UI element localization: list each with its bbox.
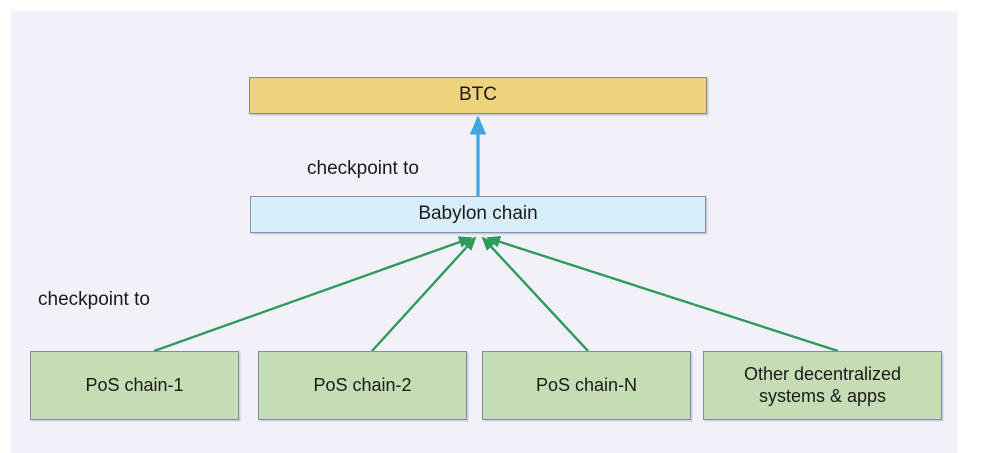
- node-babylon-chain[interactable]: Babylon chain: [250, 196, 706, 233]
- node-other-decentralized-systems[interactable]: Other decentralized systems & apps: [703, 351, 942, 420]
- node-pos-chain-n[interactable]: PoS chain-N: [482, 351, 691, 420]
- edge-label-checkpoint-to-babylon: checkpoint to: [38, 289, 150, 310]
- node-btc[interactable]: BTC: [249, 77, 707, 114]
- edge-label-checkpoint-to-btc: checkpoint to: [307, 158, 419, 179]
- node-pos-chain-2[interactable]: PoS chain-2: [258, 351, 467, 420]
- node-pos-chain-1[interactable]: PoS chain-1: [30, 351, 239, 420]
